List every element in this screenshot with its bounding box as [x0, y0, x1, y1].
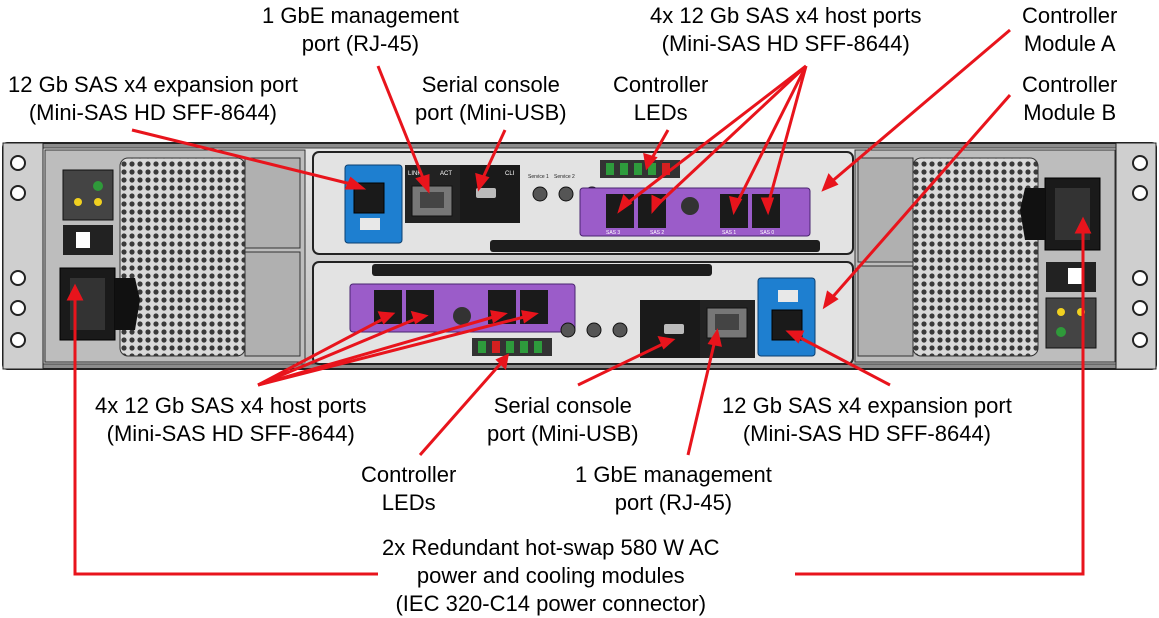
arrow-serial-bottom	[577, 341, 666, 387]
label-line: Serial console	[493, 393, 632, 418]
label-line: port (RJ-45)	[614, 490, 733, 515]
arrow-mgmt-top	[376, 65, 427, 184]
arrow-expansion-top	[131, 128, 356, 187]
arrow-mgmt-bottom	[686, 339, 717, 456]
label-line: Module B	[1023, 100, 1117, 125]
label-line: LEDs	[381, 490, 436, 515]
arrow-sas-b1	[257, 316, 386, 387]
label-line: 2x Redundant hot-swap 580 W AC	[382, 535, 720, 560]
sas0-text-a: SAS 0	[760, 230, 774, 236]
label-line: (IEC 320-C14 power connector)	[395, 591, 707, 616]
arrow-sas-b2	[257, 316, 419, 387]
label-line: 12 Gb SAS x4 expansion port	[8, 72, 298, 97]
sas2-text-a: SAS 2	[650, 230, 664, 236]
psu-right	[854, 149, 1116, 363]
label-expansion-top: 12 Gb SAS x4 expansion port (Mini-SAS HD…	[8, 71, 298, 127]
arrow-ctrl-a	[829, 28, 1011, 185]
label-leds-bottom: Controller LEDs	[361, 461, 456, 517]
label-line: Controller	[613, 72, 709, 97]
arrow-sas-a1	[624, 64, 807, 207]
label-line: Module A	[1023, 31, 1116, 56]
rack-ear-left	[2, 142, 44, 370]
label-line: port (Mini-USB)	[415, 100, 567, 125]
arrow-expansion-bottom	[794, 333, 891, 387]
service1-text-a: Service 1	[528, 174, 549, 180]
label-serial-top: Serial console port (Mini-USB)	[415, 71, 567, 127]
label-line: Controller	[361, 462, 457, 487]
psu-left	[44, 149, 306, 363]
callout-arrows	[66, 28, 1092, 576]
label-line: power and cooling modules	[416, 563, 685, 588]
label-line: 12 Gb SAS x4 expansion port	[722, 393, 1012, 418]
label-line: (Mini-SAS HD SFF-8644)	[742, 421, 991, 446]
sas1-text-a: SAS 1	[722, 230, 736, 236]
arrow-psu-right	[795, 228, 1085, 576]
label-line: (Mini-SAS HD SFF-8644)	[661, 31, 910, 56]
arrow-psu-left	[73, 295, 378, 576]
label-line: Controller	[1022, 3, 1118, 28]
link-text-a: LINK	[408, 171, 421, 177]
label-leds-top: Controller LEDs	[613, 71, 708, 127]
arrowhead	[344, 176, 367, 190]
arrow-leds-top	[649, 129, 670, 161]
label-line: LEDs	[633, 100, 688, 125]
label-line: 4x 12 Gb SAS x4 host ports	[650, 3, 922, 28]
controller-module-a	[312, 151, 854, 255]
label-mgmt-top: 1 GbE management port (RJ-45)	[262, 2, 459, 58]
label-line: (Mini-SAS HD SFF-8644)	[106, 421, 355, 446]
label-line: 1 GbE management	[575, 462, 772, 487]
label-line: port (RJ-45)	[301, 31, 420, 56]
arrow-sas-a4	[766, 65, 808, 206]
arrow-sas-a2	[655, 64, 808, 207]
act-text-a: ACT	[440, 171, 452, 177]
cli-text-a: CLI	[505, 171, 515, 177]
label-sas-host-top: 4x 12 Gb SAS x4 host ports (Mini-SAS HD …	[650, 2, 921, 58]
label-line: 4x 12 Gb SAS x4 host ports	[95, 393, 367, 418]
label-line: 1 GbE management	[262, 3, 459, 28]
label-serial-bottom: Serial console port (Mini-USB)	[487, 392, 639, 448]
label-psu: 2x Redundant hot-swap 580 W AC power and…	[382, 534, 720, 618]
label-mgmt-bottom: 1 GbE management port (RJ-45)	[575, 461, 772, 517]
arrow-sas-a3	[734, 65, 808, 206]
label-expansion-bottom: 12 Gb SAS x4 expansion port (Mini-SAS HD…	[722, 392, 1012, 448]
label-sas-host-bottom: 4x 12 Gb SAS x4 host ports (Mini-SAS HD …	[95, 392, 366, 448]
sas3-text-a: SAS 3	[606, 230, 620, 236]
label-line: Controller	[1022, 72, 1118, 97]
arrow-serial-top	[480, 129, 507, 181]
rack-ear-right	[1115, 142, 1157, 370]
label-line: (Mini-SAS HD SFF-8644)	[28, 100, 277, 125]
label-controller-b: Controller Module B	[1022, 71, 1117, 127]
service2-text-a: Service 2	[554, 174, 575, 180]
label-controller-a: Controller Module A	[1022, 2, 1117, 58]
arrow-sas-b4	[257, 314, 529, 387]
label-line: Serial console	[421, 72, 560, 97]
arrow-leds-bottom	[418, 361, 504, 456]
label-line: port (Mini-USB)	[487, 421, 639, 446]
arrow-ctrl-b	[828, 94, 1012, 301]
